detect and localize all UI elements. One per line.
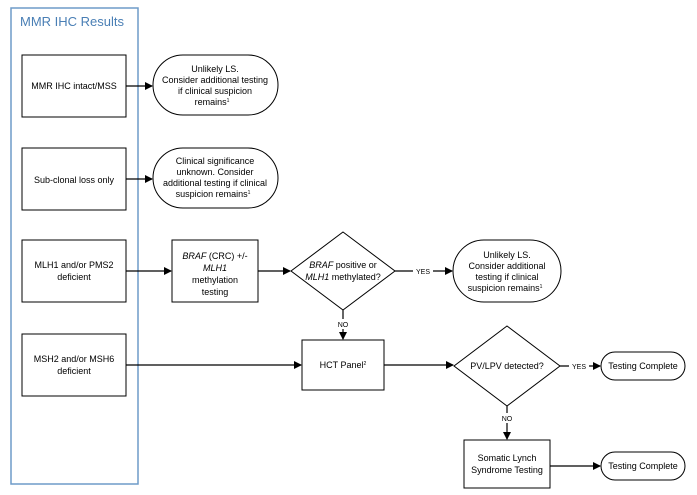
- input-box-mlh1: MLH1 and/or PMS2 deficient: [21, 239, 127, 303]
- outcome-1-line-2: Consider additional testing: [162, 75, 268, 85]
- outcome-1-line-4: remains1: [195, 97, 230, 107]
- braf-line-1: BRAF (CRC) +/-: [182, 251, 247, 261]
- footnote-1c: 1: [540, 284, 543, 290]
- somatic-line-1: Somatic Lynch: [478, 453, 537, 463]
- terminal-2-label: Testing Complete: [608, 461, 678, 471]
- decision-1-line-1: BRAF positive or: [309, 260, 377, 270]
- outcome-unlikely-ls-1: Unlikely LS. Consider additional testing…: [152, 54, 279, 116]
- footnote-2: 2: [364, 361, 367, 367]
- outcome-2-line-2: unknown. Consider: [176, 167, 253, 177]
- decision-braf-methylated: BRAF positive or MLH1 methylated?: [290, 231, 396, 311]
- braf-line-3: methylation: [192, 275, 238, 285]
- input-intact-line-1: MMR IHC intact/MSS: [31, 81, 117, 91]
- outcome-3-line-4: suspicion remains1: [468, 283, 543, 293]
- footnote-1: 1: [227, 98, 230, 104]
- decision-2-line-1: PV/LPV detected?: [470, 361, 544, 371]
- terminal-testing-complete-1: Testing Complete: [600, 351, 686, 381]
- hct-label: HCT Panel2: [320, 360, 367, 370]
- outcome-2-line-3: additional testing if clinical: [163, 178, 267, 188]
- process-somatic-lynch: Somatic Lynch Syndrome Testing: [463, 439, 551, 489]
- outcome-clinical-significance: Clinical significance unknown. Consider …: [152, 147, 279, 209]
- input-mlh1-line-2: deficient: [57, 272, 91, 282]
- edge-label-no-2: NO: [502, 416, 513, 423]
- braf-line-2: MLH1: [203, 263, 227, 273]
- braf-line-4: testing: [202, 287, 229, 297]
- decision-1-line-2: MLH1 methylated?: [305, 272, 381, 282]
- footnote-1b: 1: [248, 190, 251, 196]
- outcome-3-line-1: Unlikely LS.: [483, 250, 531, 260]
- process-hct-panel: HCT Panel2: [301, 339, 385, 391]
- outcome-2-line-4: suspicion remains1: [176, 189, 251, 199]
- outcome-2-line-1: Clinical significance: [176, 156, 255, 166]
- outcome-3-line-3: testing if clinical: [475, 272, 538, 282]
- somatic-line-2: Syndrome Testing: [471, 465, 543, 475]
- edge-label-no-1: NO: [338, 322, 349, 329]
- outcome-1-line-1: Unlikely LS.: [191, 64, 239, 74]
- input-subclonal-line-1: Sub-clonal loss only: [34, 175, 115, 185]
- panel-title: MMR IHC Results: [20, 14, 125, 29]
- outcome-3-line-2: Consider additional: [468, 261, 545, 271]
- edge-label-yes-1: YES: [416, 269, 430, 276]
- process-braf-testing: BRAF (CRC) +/- MLH1 methylation testing: [171, 239, 259, 303]
- decision-pv-lpv: PV/LPV detected?: [453, 325, 561, 407]
- input-box-msh2: MSH2 and/or MSH6 deficient: [21, 333, 127, 397]
- edge-label-yes-2: YES: [572, 364, 586, 371]
- terminal-1-label: Testing Complete: [608, 361, 678, 371]
- outcome-unlikely-ls-2: Unlikely LS. Consider additional testing…: [452, 239, 562, 303]
- input-msh2-line-1: MSH2 and/or MSH6: [34, 354, 115, 364]
- input-mlh1-line-1: MLH1 and/or PMS2: [34, 260, 113, 270]
- terminal-testing-complete-2: Testing Complete: [600, 451, 686, 481]
- input-msh2-line-2: deficient: [57, 366, 91, 376]
- outcome-1-line-3: if clinical suspicion: [178, 86, 252, 96]
- input-box-intact: MMR IHC intact/MSS: [21, 54, 127, 118]
- input-box-subclonal: Sub-clonal loss only: [21, 147, 127, 211]
